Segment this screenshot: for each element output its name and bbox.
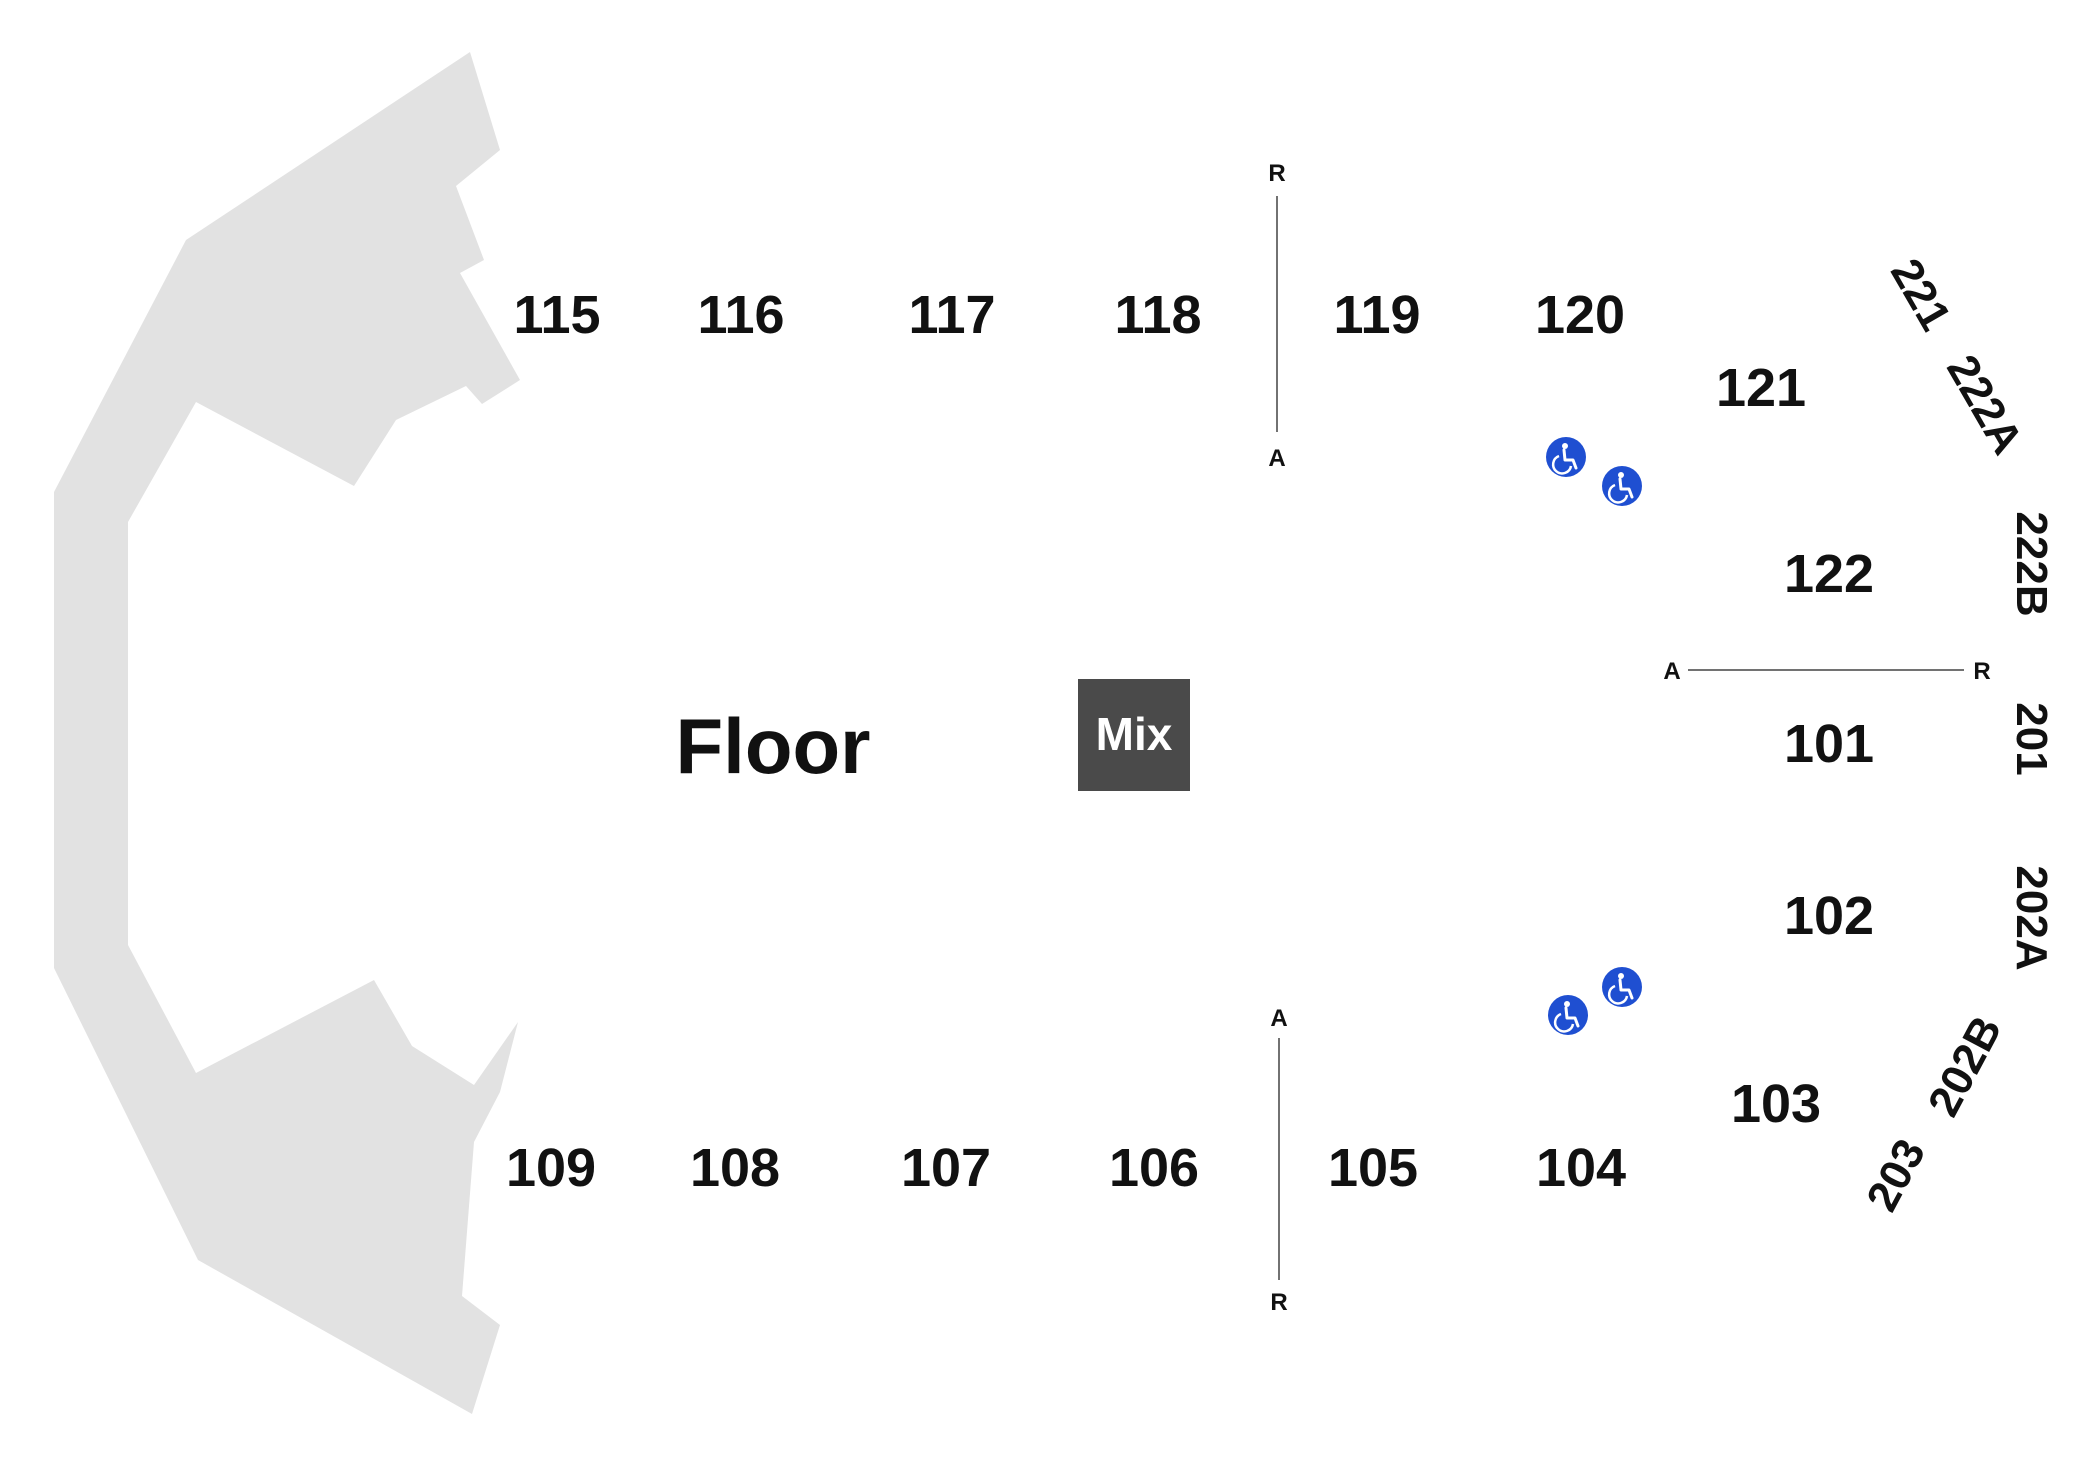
row-marker-bottom-r: R — [1270, 1289, 1287, 1316]
section-122[interactable]: 122 — [1784, 544, 1874, 604]
section-203[interactable]: 203 — [1857, 1131, 1935, 1219]
row-marker-top-r: R — [1268, 160, 1285, 187]
row-marker-bottom-a: A — [1270, 1005, 1287, 1032]
section-108[interactable]: 108 — [690, 1138, 780, 1198]
section-106[interactable]: 106 — [1109, 1138, 1199, 1198]
mix-label: Mix — [1096, 708, 1173, 760]
wheelchair-icon — [1544, 435, 1588, 479]
section-222b[interactable]: 222B — [2007, 511, 2056, 616]
section-101[interactable]: 101 — [1784, 714, 1874, 774]
section-202b[interactable]: 202B — [1919, 1008, 2012, 1124]
section-222a[interactable]: 222A — [1937, 347, 2032, 463]
floor-label[interactable]: Floor — [676, 702, 871, 790]
row-marker-side-a: A — [1663, 658, 1680, 685]
section-120[interactable]: 120 — [1535, 285, 1625, 345]
section-103[interactable]: 103 — [1731, 1074, 1821, 1134]
section-116[interactable]: 116 — [697, 285, 784, 345]
mix-board — [1078, 679, 1190, 791]
row-marker-top-a: A — [1268, 445, 1285, 472]
wheelchair-icon — [1600, 464, 1644, 508]
row-marker-side-r: R — [1973, 658, 1990, 685]
section-221[interactable]: 221 — [1881, 251, 1960, 339]
section-102[interactable]: 102 — [1784, 886, 1874, 946]
section-107[interactable]: 107 — [901, 1138, 991, 1198]
section-202a[interactable]: 202A — [2007, 865, 2056, 970]
section-119[interactable]: 119 — [1333, 285, 1420, 345]
section-109[interactable]: 109 — [506, 1138, 596, 1198]
section-117[interactable]: 117 — [908, 285, 995, 345]
section-201[interactable]: 201 — [2007, 702, 2056, 775]
section-118[interactable]: 118 — [1114, 285, 1201, 345]
section-105[interactable]: 105 — [1328, 1138, 1418, 1198]
wheelchair-icon — [1600, 965, 1644, 1009]
wheelchair-icon — [1546, 993, 1590, 1037]
section-121[interactable]: 121 — [1716, 358, 1806, 418]
section-104[interactable]: 104 — [1536, 1138, 1626, 1198]
stage-area — [54, 52, 520, 1414]
section-115[interactable]: 115 — [513, 285, 600, 345]
